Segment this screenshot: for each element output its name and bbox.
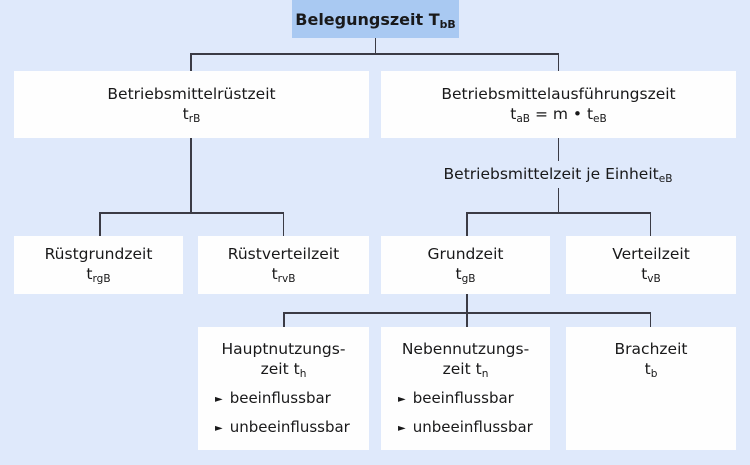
triangle-bullet-icon: ► [215,393,223,405]
connector-level2-drop-right [557,53,560,72]
node-nebennutzungszeit: Nebennutzungs- zeit tn ► beeinflussbar ►… [381,327,550,450]
node-belegungszeit-subscript: bB [439,17,456,31]
node-ruestgrundzeit-symbol: trgB [86,265,110,285]
connector-level4-drop-nebennutzungszeit [466,312,468,328]
list-item-label: beeinflussbar [412,388,514,407]
node-betriebsmittelruestzeit-title: Betriebsmittelrüstzeit [107,84,276,103]
symbol-subscript: rB [188,112,201,125]
triangle-bullet-icon: ► [398,422,406,434]
mid-label-base: Betriebsmittelzeit je Einheit [443,165,659,183]
node-ruestverteilzeit-symbol: trvB [272,265,296,285]
node-verteilzeit: Verteilzeit tvB [566,236,736,294]
node-hauptnutzungszeit-title: Hauptnutzungs- [221,340,346,358]
node-verteilzeit-title: Verteilzeit [612,245,690,264]
symbol-subscript: rgB [92,273,111,286]
node-grundzeit-symbol: tgB [456,265,476,285]
symbol-base: zeit t [442,359,482,378]
connector-level3-drop-grundzeit [466,212,468,237]
connector-right-branch-stem-lower [557,188,560,213]
list-item: ► beeinflussbar [215,389,369,408]
list-item: ► unbeeinflussbar [215,418,369,437]
connector-grundzeit-stem [466,294,468,313]
connector-level4-drop-hauptnutzungszeit [283,312,285,328]
node-hauptnutzungszeit: Hauptnutzungs- zeit th ► beeinflussbar ►… [198,327,369,450]
connector-left-branch-stem [190,138,192,213]
symbol-base: t [641,265,648,283]
node-grundzeit-title: Grundzeit [427,245,504,264]
symbol-base: t [86,265,93,283]
connector-right-branch-stem-upper [557,138,560,161]
label-betriebsmittelzeit-je-einheit: Betriebsmittelzeit je EinheiteB [390,162,726,186]
node-brachzeit: Brachzeit tb [566,327,736,450]
list-item-label: unbeeinflussbar [412,417,533,436]
symbol-base: t [182,104,189,123]
node-hauptnutzungszeit-bullet-list: ► beeinflussbar ► unbeeinflussbar [198,389,369,437]
node-nebennutzungszeit-symbol: zeit tn [443,360,489,380]
formula-lhs-subscript: aB [516,112,531,125]
node-betriebsmittelruestzeit-symbol: trB [183,105,201,125]
node-ruestverteilzeit-title: Rüstverteilzeit [227,245,340,264]
node-belegungszeit: Belegungszeit TbB [292,0,459,38]
node-ruestgrundzeit: Rüstgrundzeit trgB [14,236,183,294]
list-item: ► beeinflussbar [398,389,550,408]
node-brachzeit-symbol: tb [645,360,658,380]
connector-level4-drop-brachzeit [649,312,652,328]
connector-level3-drop-ruestverteilzeit [282,212,285,237]
symbol-base: t [455,265,462,283]
node-nebennutzungszeit-bullet-list: ► beeinflussbar ► unbeeinflussbar [381,389,550,437]
node-verteilzeit-symbol: tvB [641,265,661,285]
list-item: ► unbeeinflussbar [398,418,550,437]
node-ruestverteilzeit: Rüstverteilzeit trvB [198,236,369,294]
symbol-subscript: gB [461,273,476,286]
connector-level2-bar [190,53,559,55]
triangle-bullet-icon: ► [215,422,223,434]
node-betriebsmittelausfuehrungszeit: Betriebsmittelausführungszeit taB = m • … [381,71,736,138]
symbol-subscript: vB [647,273,661,286]
connector-level3-drop-verteilzeit [649,212,652,237]
symbol-subscript: h [299,367,307,380]
node-betriebsmittelausfuehrungszeit-title: Betriebsmittelausführungszeit [441,84,676,103]
node-betriebsmittelausfuehrungszeit-formula: taB = m • teB [510,105,607,125]
connector-level2-drop-left [190,53,192,72]
formula-rhs-base: t [586,104,594,123]
symbol-subscript: b [650,367,658,380]
formula-lhs-base: t [510,104,517,123]
symbol-subscript: rvB [277,273,296,286]
symbol-base: t [644,359,651,378]
formula-operator: = m • [530,104,587,123]
symbol-base: t [271,265,278,283]
triangle-bullet-icon: ► [398,393,406,405]
node-belegungszeit-text: Belegungszeit T [295,9,440,29]
label-betriebsmittelzeit-je-einheit-text: Betriebsmittelzeit je EinheiteB [443,165,673,186]
connector-level3-left-bar [99,212,284,214]
formula-rhs-subscript: eB [593,112,607,125]
node-betriebsmittelruestzeit: Betriebsmittelrüstzeit trB [14,71,369,138]
symbol-base: zeit t [260,359,300,378]
node-nebennutzungszeit-title: Nebennutzungs- [401,340,530,358]
node-hauptnutzungszeit-symbol: zeit th [261,360,307,380]
mid-label-subscript: eB [658,173,673,186]
node-belegungszeit-label: Belegungszeit TbB [295,9,456,31]
list-item-label: unbeeinflussbar [229,417,350,436]
symbol-subscript: n [481,367,489,380]
connector-level3-drop-ruestgrundzeit [99,212,101,237]
node-brachzeit-title: Brachzeit [614,340,688,358]
list-item-label: beeinflussbar [229,388,331,407]
node-grundzeit: Grundzeit tgB [381,236,550,294]
node-ruestgrundzeit-title: Rüstgrundzeit [44,245,153,264]
connector-root-stem [374,38,377,54]
connector-level3-right-bar [466,212,651,214]
